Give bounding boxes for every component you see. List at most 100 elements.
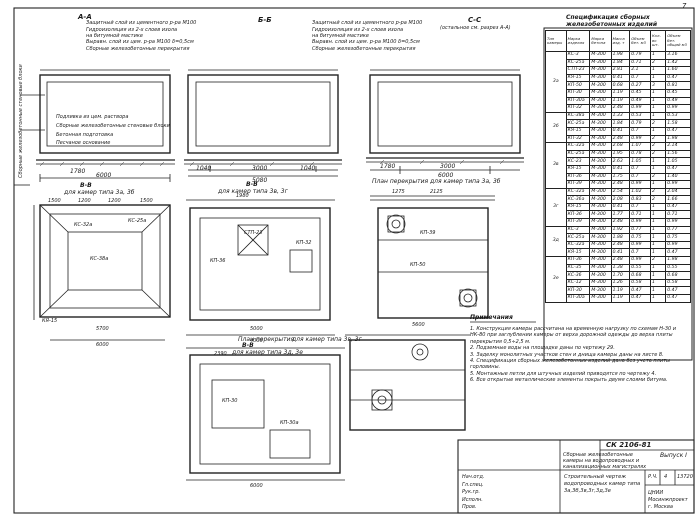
spec-cell: КЯ-15 (565, 248, 591, 258)
plan-bottom-caption: для камер типа 3д, 3е (232, 349, 303, 356)
stamp-code: СК 2106-81 (606, 441, 652, 449)
note-item: 6. Все открытые металлические элементы п… (470, 377, 668, 384)
note-item: 1. Конструкция камеры рассчитана на врем… (470, 326, 677, 345)
aa-label-1: Подливка из цем. раствора (56, 114, 129, 120)
spec-cell: 2 (649, 134, 667, 144)
spec-cell: 1.19 (610, 286, 631, 295)
spec-cell: 0.99 (629, 218, 651, 227)
spec-cell: М-300 (589, 73, 612, 83)
note-item: 5. Монтажные петли для штучных изделий п… (470, 370, 657, 377)
spec-cell: М-300 (589, 202, 612, 212)
spec-cell: М-300 (589, 286, 612, 295)
spec-cell: 1 (649, 233, 667, 242)
spec-cell: КП-30 (565, 88, 591, 98)
stamp-sheet: 4 (664, 474, 668, 480)
spec-cell: КП-32 (565, 134, 591, 144)
spec-cell: 1.60 (665, 66, 691, 75)
aa-note-2: Гидроизоляция из 2-х слоев изола (86, 27, 178, 33)
note-item: 4. Спецификация сборных железобетонных и… (470, 358, 670, 371)
aa-dim-1: 1780 (70, 168, 86, 175)
plan-mid-title: В-В (246, 181, 258, 188)
plan-b-dim-4: 5000 (250, 326, 263, 332)
spec-cell: КП-36 (565, 210, 591, 220)
plan-left-title: В-В (80, 182, 92, 189)
bb-note-1: Защитный слой из цементного р-ра М100 (312, 20, 423, 26)
plan-b-dim-1: 1980 (236, 193, 249, 199)
bb-note-4: Выравн. слой из цем. р-ра М100 δ=0,5см (312, 39, 420, 45)
spec-cell: 1.70 (610, 271, 631, 280)
spec-cell: 0.99 (629, 240, 651, 250)
bb-note-2: Гидроизоляция из 2-х слоев изола (312, 27, 404, 33)
spec-cell: 1.75 (610, 172, 631, 182)
bb-note-5: Сборные железобетонные перекрытия (312, 46, 416, 52)
spec-cell: КП-39 (565, 180, 591, 189)
aa-label-2: Сборные железобетонные стеновые блоки (56, 123, 170, 129)
spec-cell: 1 (649, 157, 667, 166)
spec-cell: 0.99 (665, 240, 691, 250)
plan-left-drawing (33, 204, 171, 341)
spec-cell: М-300 (589, 58, 612, 68)
spec-cell: М-300 (589, 157, 612, 166)
spec-cell: 2.08 (610, 195, 631, 204)
stamp-roles: Нач.отд. Гл.спец. Рук.гр. Исполн. Пров. (462, 474, 484, 512)
aa-label-3: Бетонная подготовка (56, 132, 114, 138)
spec-cell: 1.05 (629, 157, 651, 166)
spec-cell: М-300 (589, 81, 612, 90)
spec-cell: 0.99 (665, 104, 691, 113)
roof-plan-right-drawing (370, 195, 495, 319)
view-bb-title: Б-Б (258, 16, 272, 24)
mark-9: КП-30 (222, 398, 238, 404)
stamp-stage: Р.Ч. (648, 474, 658, 480)
spec-cell: КС-25а (565, 149, 591, 159)
spec-cell: КС-32а (565, 240, 591, 250)
spec-cell: М-300 (589, 88, 612, 98)
spec-type-cell: 3б (545, 111, 567, 144)
spec-type-cell: 3а (545, 51, 567, 113)
spec-cell: М-300 (589, 111, 612, 121)
spec-cell: 0.47 (629, 294, 651, 303)
spec-cell: 1 (649, 286, 667, 295)
spec-cell: 1 (649, 96, 667, 106)
plan-bottom-drawing (186, 347, 345, 481)
roof-bottom-title: План перекрытия (238, 336, 295, 343)
spec-cell: 1 (649, 111, 667, 121)
spec-cell: 1.88 (610, 233, 631, 242)
aa-note-1: Защитный слой из цементного р-ра М100 (86, 20, 197, 26)
mark-1: КС-32а (74, 222, 93, 228)
spec-cell: КС-12 (565, 278, 591, 288)
spec-cell: 2.04 (665, 187, 691, 197)
spec-cell: 0.7 (629, 164, 651, 174)
plan-d-dim-5: 6000 (250, 483, 263, 489)
spec-cell: М-300 (589, 96, 612, 106)
spec-cell: 0.41 (610, 202, 631, 212)
spec-cell: М-300 (589, 104, 612, 113)
spec-cell: 1.98 (665, 134, 691, 144)
spec-cell: 0.49 (629, 96, 651, 106)
spec-cell: 1 (649, 164, 667, 174)
roof-right-title: План перекрытия (372, 178, 429, 185)
spec-cell: М-300 (589, 218, 612, 227)
spec-cell: 0.79 (629, 51, 651, 60)
spec-cell: 1.19 (610, 96, 631, 106)
spec-cell: 1 (649, 263, 667, 273)
spec-cell: 1 (649, 225, 667, 235)
spec-cell: 2 (649, 142, 667, 151)
plan-b-dim-6: 4000 (250, 338, 263, 344)
spec-cell: КС-3 (565, 225, 591, 235)
spec-cell: КС-25а (565, 119, 591, 128)
spec-cell: 0.55 (629, 263, 651, 273)
stamp-title: Сборные железобетонные камеры на водопро… (563, 452, 647, 470)
spec-type-cell: 3в (545, 142, 567, 189)
spec-cell: КП-30а (565, 96, 591, 106)
spec-header-cell: Масса изд. т (610, 30, 631, 52)
